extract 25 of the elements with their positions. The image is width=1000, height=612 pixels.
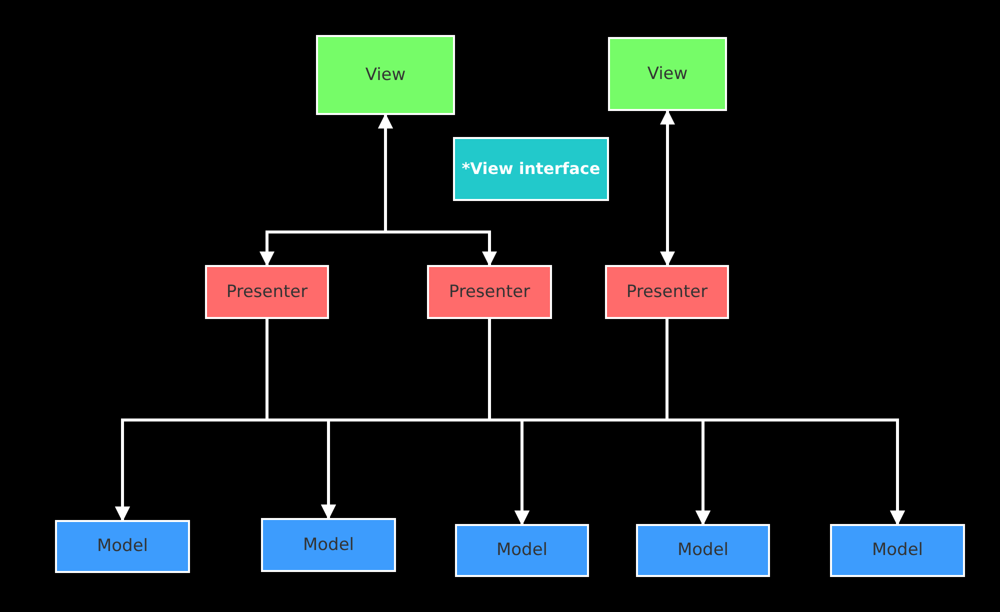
presenter-box	[427, 265, 552, 319]
model-box	[455, 524, 589, 577]
model-box	[636, 524, 770, 577]
node-label: View	[365, 64, 406, 86]
node-label: Presenter	[626, 280, 708, 304]
view-box	[316, 35, 455, 115]
node-label: Model	[677, 539, 729, 562]
node-label: *View interface	[462, 158, 600, 180]
node-label: Model	[872, 539, 924, 562]
presenter-box	[605, 265, 729, 319]
arrow	[660, 110, 675, 266]
model-box	[261, 518, 396, 572]
node-label: Model	[496, 539, 548, 562]
arrow	[666, 319, 905, 526]
node-label: Model	[96, 535, 148, 558]
node-label: Presenter	[448, 280, 530, 304]
node-label: Presenter	[226, 280, 308, 304]
node-label: Model	[302, 534, 354, 556]
model-box	[830, 524, 965, 577]
presenter-box	[205, 265, 329, 319]
interface-box	[453, 137, 609, 201]
node-label: View	[647, 62, 688, 86]
model-box	[55, 520, 190, 573]
arrow	[378, 114, 497, 266]
view-box	[608, 37, 727, 111]
